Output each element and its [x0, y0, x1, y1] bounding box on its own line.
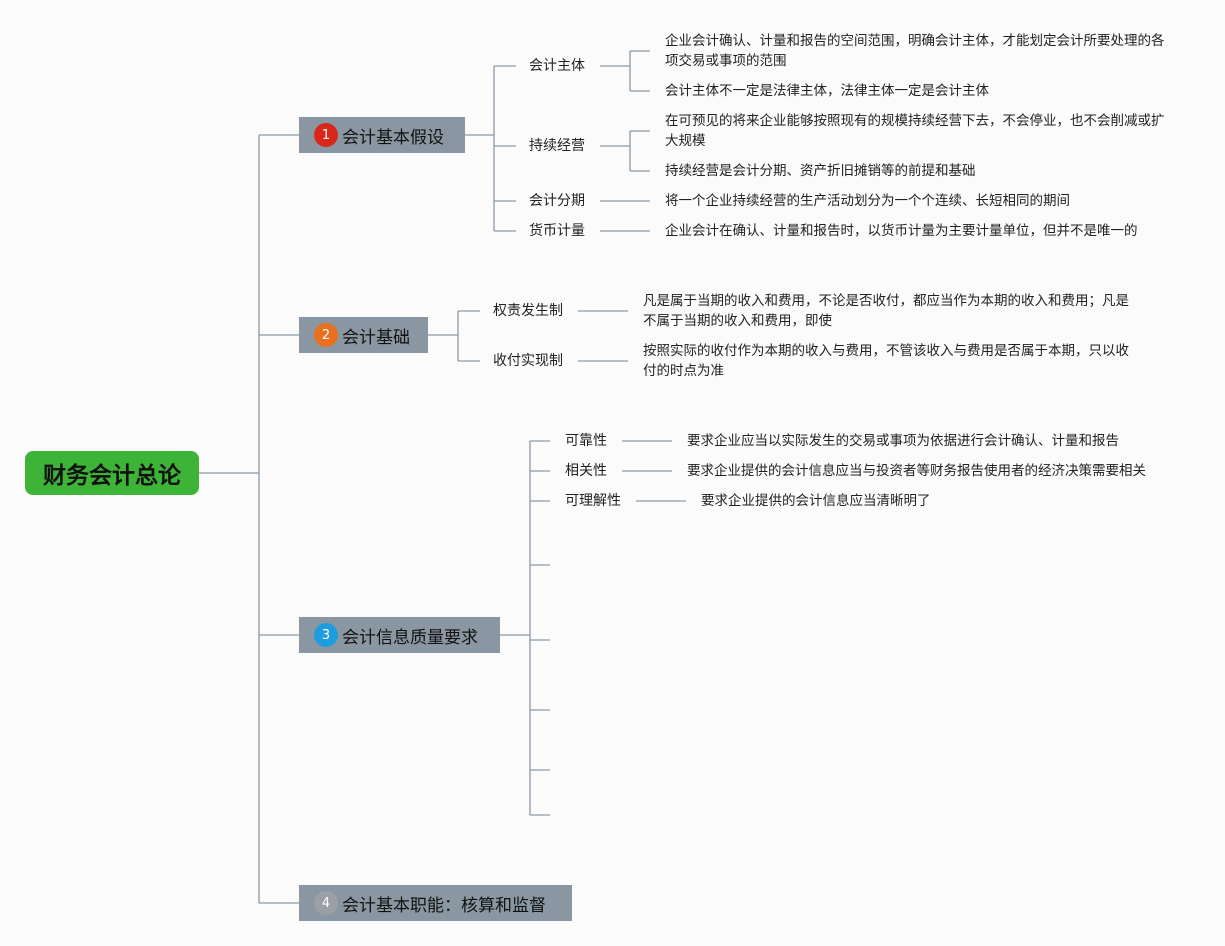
- root-title: 财务会计总论: [43, 463, 181, 489]
- leaf-going-concern-2: 持续经营是会计分期、资产折旧摊销等的前提和基础: [665, 163, 976, 179]
- leaf-relevance: 要求企业提供的会计信息应当与投资者等财务报告使用者的经济决策需要相关: [687, 463, 1146, 479]
- badge-3: 3: [314, 623, 338, 647]
- subtopic-going-concern[interactable]: 持续经营: [529, 138, 585, 154]
- branch-title-1: 会计基本假设: [342, 127, 444, 148]
- branch-title-3: 会计信息质量要求: [342, 627, 478, 648]
- subtopic-cash-basis[interactable]: 收付实现制: [493, 353, 563, 369]
- leaf-cash-basis: 按照实际的收付作为本期的收入与费用，不管该收入与费用是否属于本期，只以收付的时点…: [643, 343, 1129, 379]
- branch-node-1[interactable]: 1 会计基本假设: [299, 117, 465, 153]
- branch-node-4[interactable]: 4 会计基本职能：核算和监督: [299, 885, 572, 921]
- leaf-accrual-basis: 凡是属于当期的收入和费用，不论是否收付，都应当作为本期的收入和费用；凡是不属于当…: [643, 293, 1129, 329]
- subtopic-monetary-measurement[interactable]: 货币计量: [529, 223, 585, 239]
- leaf-accounting-period: 将一个企业持续经营的生产活动划分为一个个连续、长短相同的期间: [665, 193, 1070, 209]
- branch-title-2: 会计基础: [342, 327, 410, 348]
- leaf-understandability: 要求企业提供的会计信息应当清晰明了: [701, 493, 931, 509]
- badge-1: 1: [314, 123, 338, 147]
- leaf-monetary-measurement: 企业会计在确认、计量和报告时，以货币计量为主要计量单位，但并不是唯一的: [665, 223, 1138, 239]
- root-node[interactable]: 财务会计总论: [25, 451, 199, 495]
- leaf-accounting-entity-2: 会计主体不一定是法律主体，法律主体一定是会计主体: [665, 83, 989, 99]
- subtopic-understandability[interactable]: 可理解性: [565, 493, 621, 509]
- leaf-going-concern-1: 在可预见的将来企业能够按照现有的规模持续经营下去，不会停业，也不会削减或扩大规模: [665, 113, 1165, 149]
- subtopic-reliability[interactable]: 可靠性: [565, 433, 607, 449]
- badge-4: 4: [314, 891, 338, 915]
- leaf-reliability: 要求企业应当以实际发生的交易或事项为依据进行会计确认、计量和报告: [687, 433, 1119, 449]
- subtopic-accounting-period[interactable]: 会计分期: [529, 193, 585, 209]
- subtopic-accounting-entity[interactable]: 会计主体: [529, 58, 585, 74]
- branch-node-3[interactable]: 3 会计信息质量要求: [299, 617, 500, 653]
- leaf-accounting-entity-1: 企业会计确认、计量和报告的空间范围，明确会计主体，才能划定会计所要处理的各项交易…: [665, 33, 1165, 69]
- subtopic-accrual-basis[interactable]: 权责发生制: [493, 303, 563, 319]
- branch-node-2[interactable]: 2 会计基础: [299, 317, 428, 353]
- subtopic-relevance[interactable]: 相关性: [565, 463, 607, 479]
- badge-2: 2: [314, 323, 338, 347]
- branch-title-4: 会计基本职能：核算和监督: [342, 895, 546, 916]
